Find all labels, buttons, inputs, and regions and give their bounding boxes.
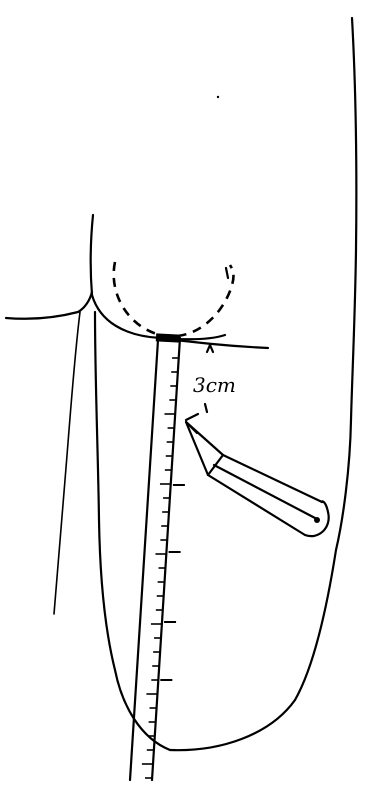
measure-arrow-top xyxy=(207,345,213,352)
measure-arrow-bottom xyxy=(205,404,207,412)
ruler-left-edge xyxy=(130,340,158,780)
left-crease-line xyxy=(54,312,80,614)
ruler xyxy=(130,333,185,780)
ruler-cap xyxy=(156,333,180,342)
ruler-ticks xyxy=(142,358,185,778)
stray-dot xyxy=(217,96,219,98)
measure-mark-line xyxy=(186,414,198,420)
ruler-right-edge xyxy=(152,338,180,780)
landmark-mark xyxy=(226,268,228,278)
upper-mass-contour xyxy=(91,215,225,339)
pencil-end-dot xyxy=(314,517,320,523)
pencil-icon xyxy=(186,422,329,536)
landmark-dashed-outline xyxy=(114,262,234,336)
measurement-label: 3cm xyxy=(193,373,236,397)
